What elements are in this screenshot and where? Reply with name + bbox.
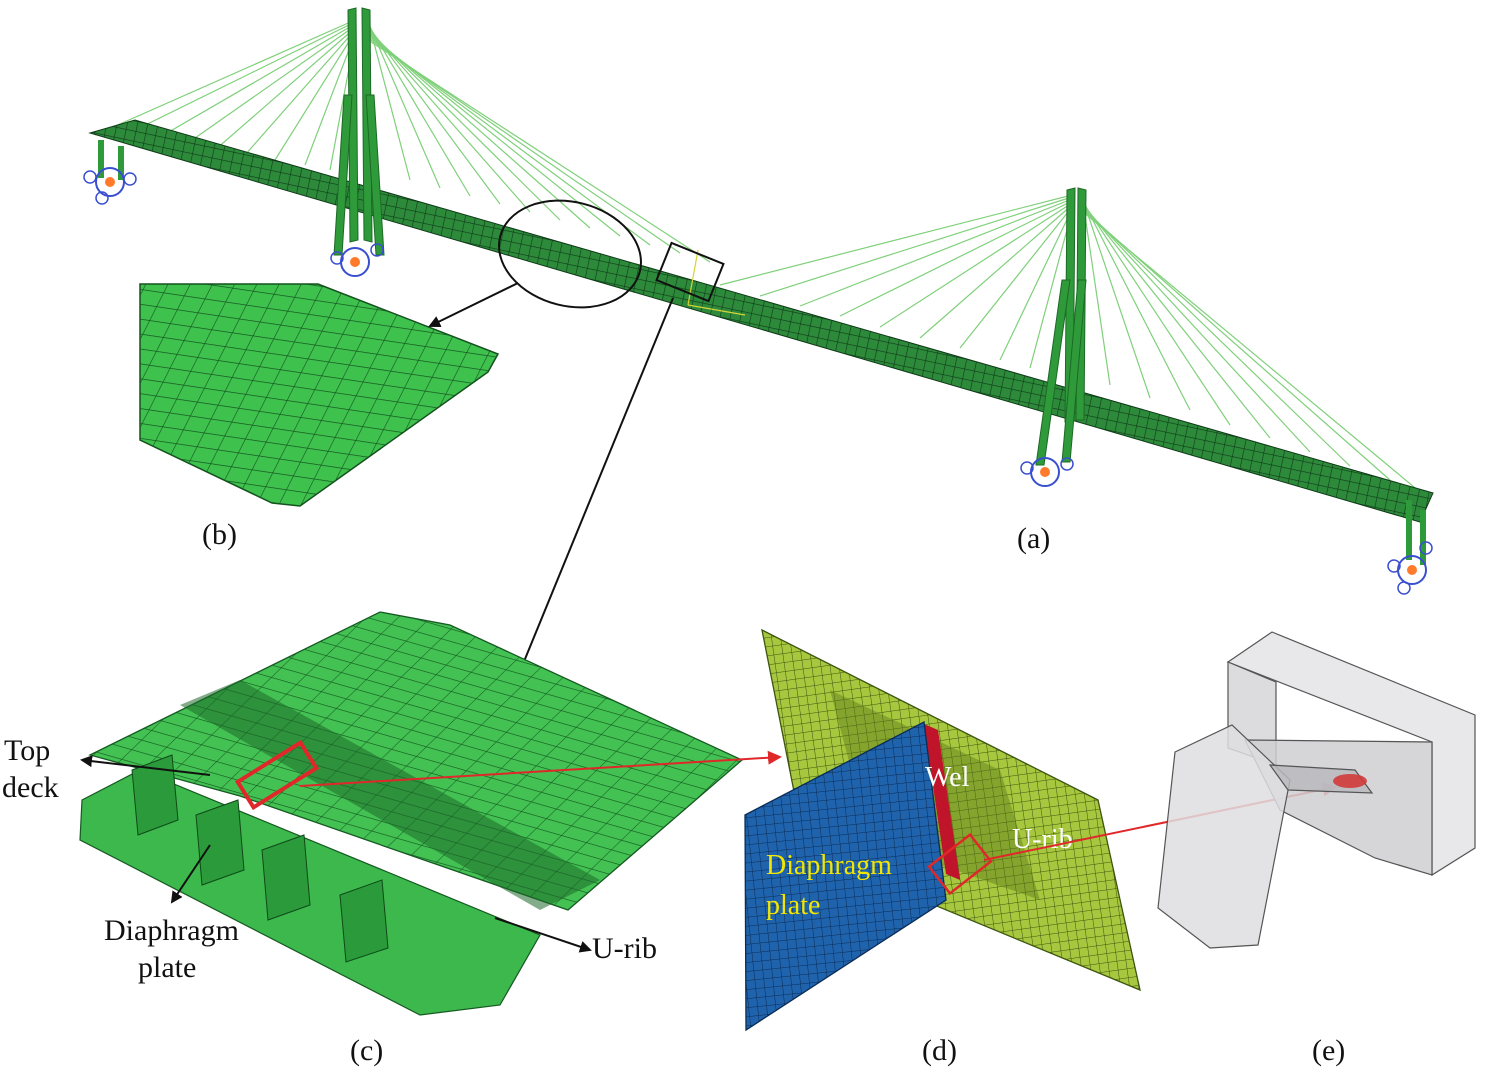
weld-strip xyxy=(924,724,960,880)
arrow-to-b xyxy=(428,282,519,328)
label-diaphragm-1: Diaphragm xyxy=(104,914,239,947)
panel-e-submodel xyxy=(1157,631,1476,949)
diaphragm-plates xyxy=(131,754,389,963)
panel-c-segment-model: Top deck Diaphragm plate U-rib xyxy=(2,611,744,1016)
panel-d-local-joint: Wel U-rib Diaphragm plate xyxy=(744,628,1141,1032)
panel-label-b: (b) xyxy=(202,518,237,551)
diaphragm-plate-d xyxy=(744,720,947,1032)
panel-a-bridge-model xyxy=(83,7,1434,595)
dense-mesh-band xyxy=(180,680,600,910)
submodel-arm xyxy=(1157,724,1291,949)
panel-label-e: (e) xyxy=(1312,1034,1345,1067)
d-label-weld: Wel xyxy=(925,762,970,793)
d-label-diaphragm-1: Diaphragm xyxy=(766,850,892,881)
cables-left-tower xyxy=(94,19,711,263)
d-label-urib: U-rib xyxy=(1012,824,1073,855)
arrow-a-to-c xyxy=(498,297,674,722)
deck-closeup-surface xyxy=(139,283,500,507)
label-u-rib: U-rib xyxy=(592,932,657,965)
pier-right-end xyxy=(1406,500,1426,565)
bridge-deck xyxy=(88,119,1434,523)
arrow-u-rib xyxy=(494,917,592,953)
label-top-deck-1: Top xyxy=(4,734,50,767)
panel-b-deck-closeup xyxy=(139,282,519,507)
d-hotspot-box xyxy=(927,832,993,896)
arrow-c-to-d xyxy=(299,750,782,787)
arrow-diaphragm xyxy=(170,844,211,904)
c-hotspot-box xyxy=(234,739,320,811)
d-label-diaphragm-2: plate xyxy=(766,890,820,921)
detail-box xyxy=(655,241,725,303)
panel-label-c: (c) xyxy=(350,1034,383,1067)
u-rib-plate xyxy=(761,628,1141,992)
panel-label-a: (a) xyxy=(1017,522,1050,555)
cables-right-tower xyxy=(719,194,1421,493)
support-symbols xyxy=(83,167,1433,595)
label-top-deck-2: deck xyxy=(2,771,59,804)
panel-label-d: (d) xyxy=(922,1034,957,1067)
label-diaphragm-2: plate xyxy=(138,951,196,984)
crack-spot xyxy=(1333,774,1367,788)
detail-ellipse xyxy=(498,199,642,309)
tower-right xyxy=(1035,187,1087,466)
axis-triad xyxy=(687,249,746,316)
pier-left-end xyxy=(98,140,124,180)
arrow-top-deck xyxy=(80,755,211,776)
